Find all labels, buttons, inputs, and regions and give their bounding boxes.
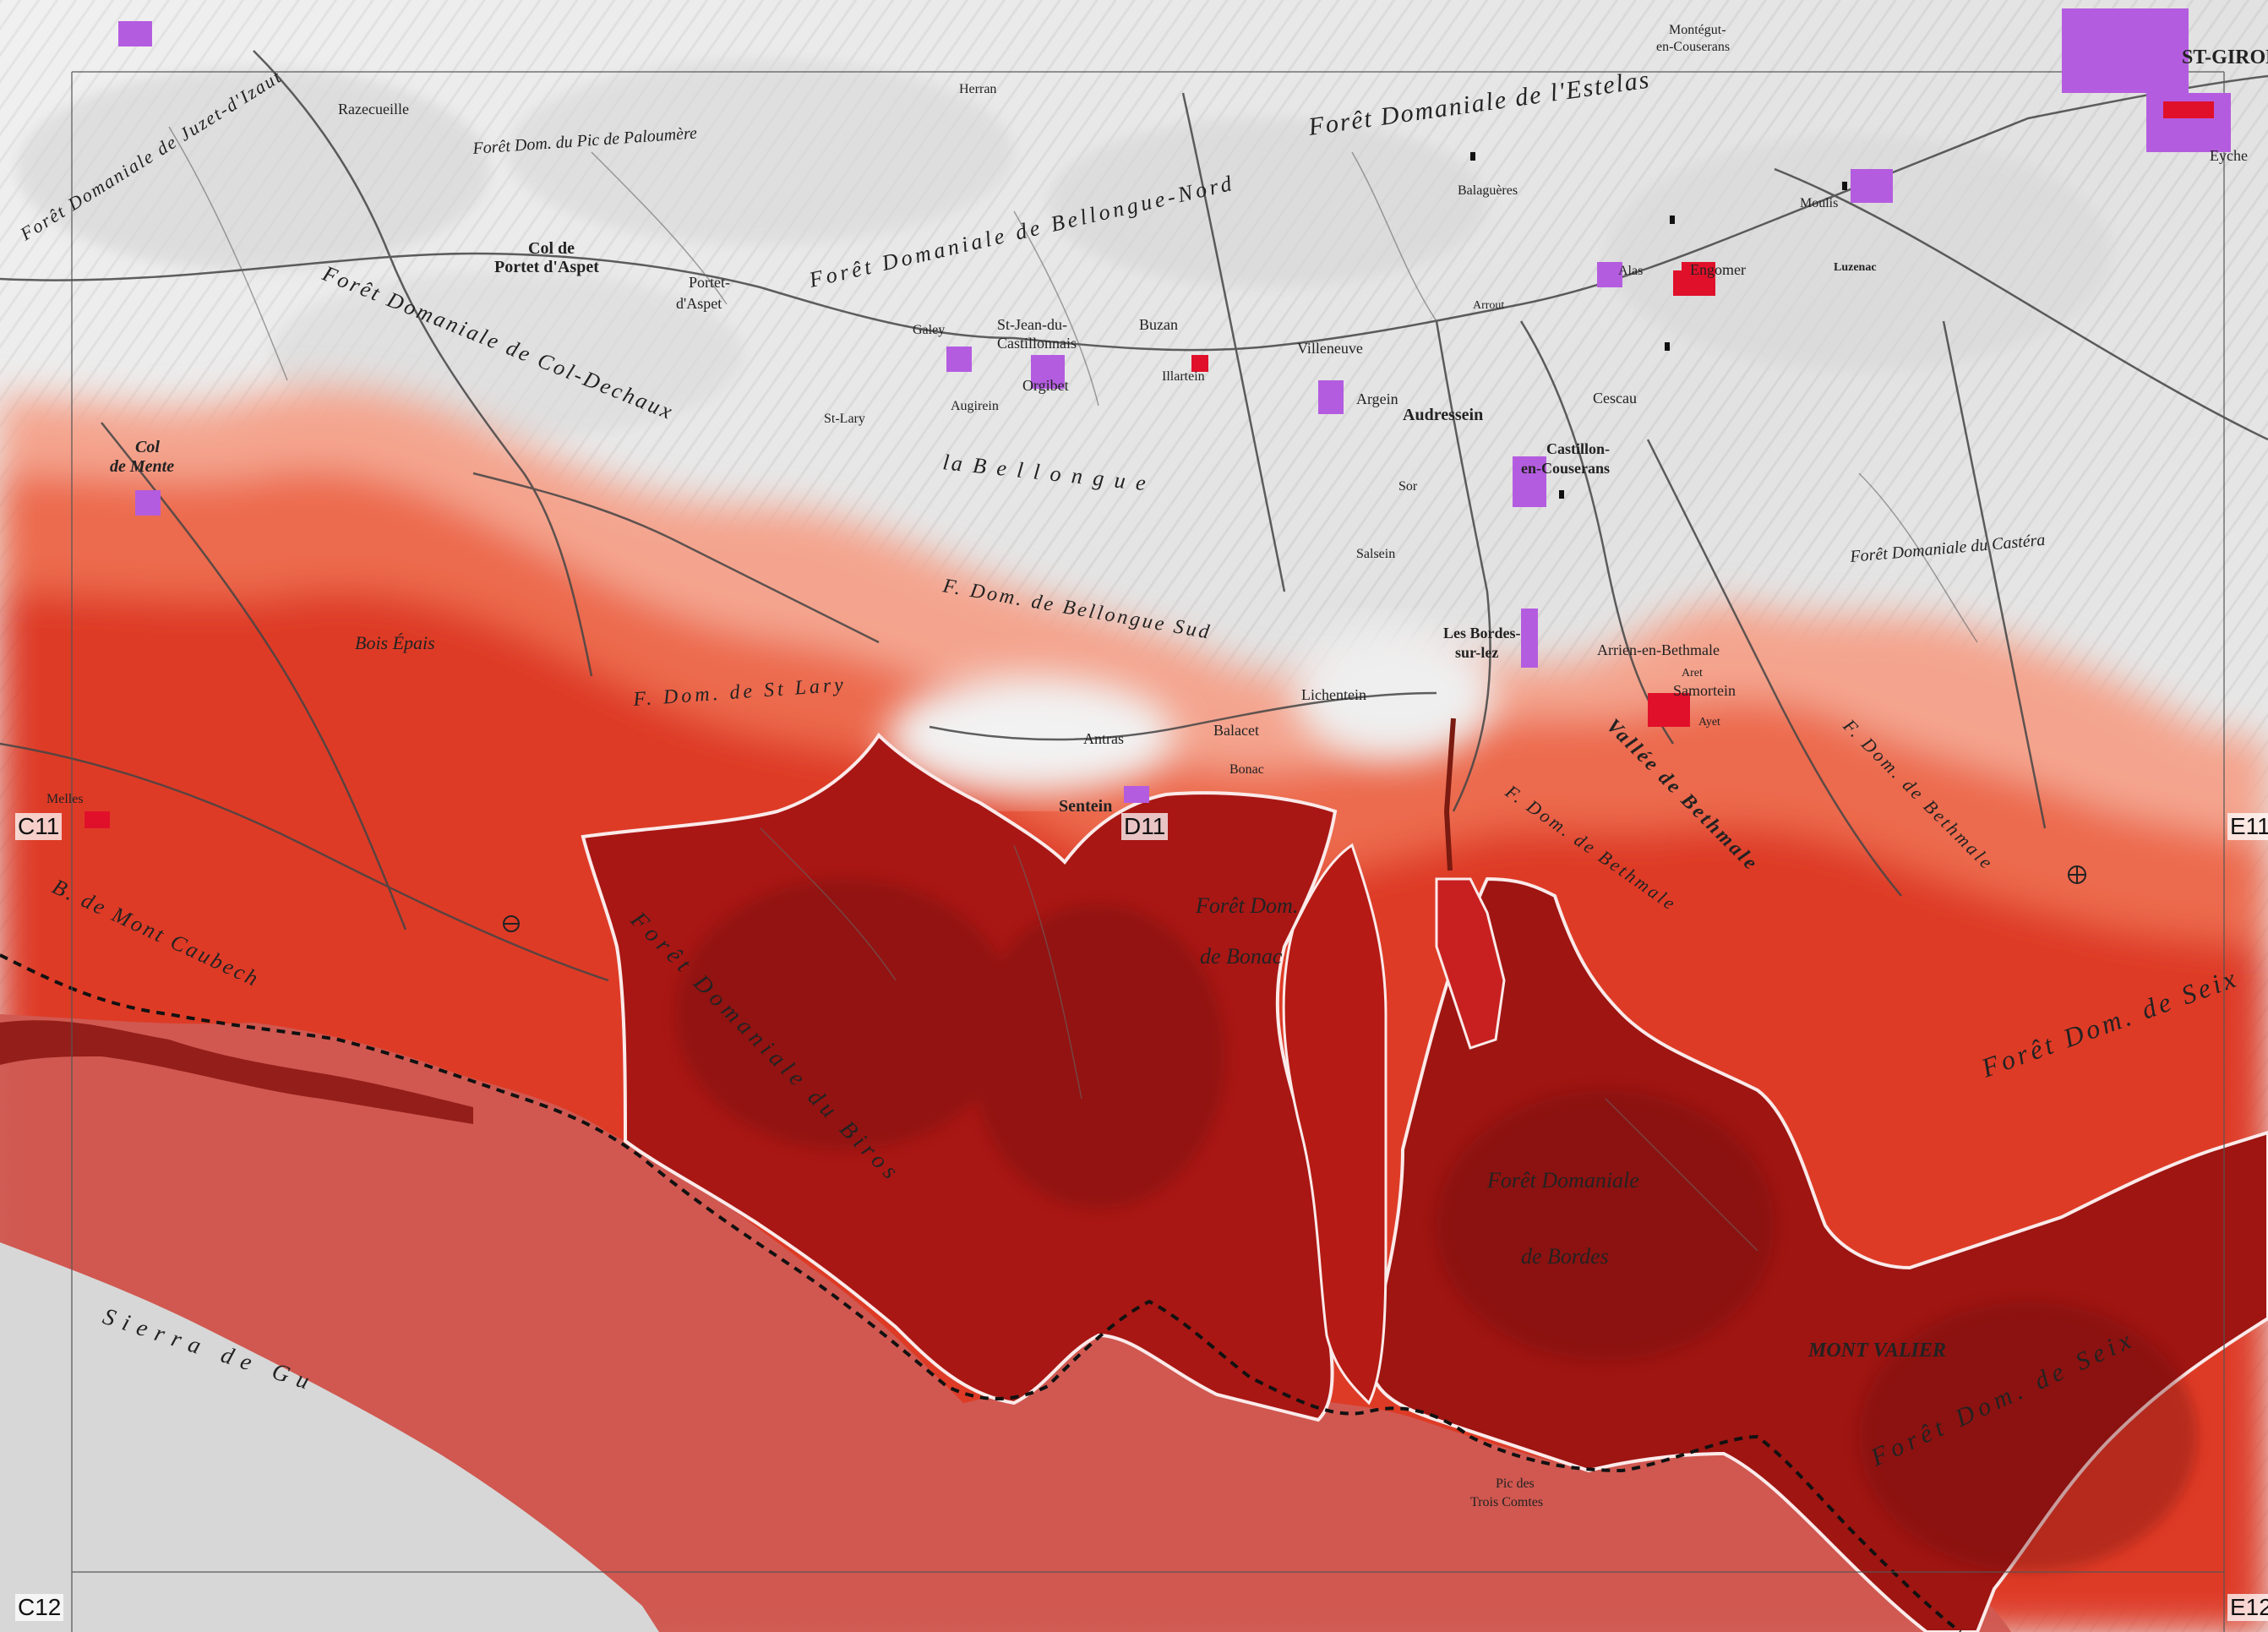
place-mont-valier: MONT VALIER: [1807, 1340, 1946, 1362]
spain-zone: [0, 1014, 2011, 1632]
place-balacet: Balacet: [1213, 722, 1259, 739]
region-bordes-2: de Bordes: [1521, 1244, 1609, 1269]
grid-line: [71, 71, 2225, 1632]
place-st-lary: St-Lary: [824, 412, 865, 426]
region-bois-epais: Bois Épais: [355, 632, 435, 653]
place-col-portet: Col de: [528, 239, 575, 258]
place-st-jean: St-Jean-du-: [997, 316, 1067, 333]
place-herran: Herran: [959, 82, 996, 96]
western-band: [0, 1020, 473, 1124]
place-engomer: Engomer: [1690, 261, 1746, 278]
place-ayet: Ayet: [1698, 716, 1720, 729]
place-audressein: Audressein: [1403, 406, 1483, 424]
place-sor: Sor: [1398, 479, 1418, 494]
place-st-jean-2: Castillonnais: [997, 335, 1077, 352]
place-lichentein: Lichentein: [1301, 686, 1366, 703]
place-buzan: Buzan: [1139, 316, 1178, 333]
place-montegut-2: en-Couserans: [1656, 40, 1730, 54]
grid-label-d11: D11: [1121, 813, 1169, 840]
place-portet: Portet-: [689, 274, 730, 291]
region-bonac-2: de Bonac: [1200, 944, 1283, 969]
place-portet-2: d'Aspet: [676, 295, 722, 312]
place-les-bordes-2: sur-lez: [1455, 644, 1498, 661]
place-illartein: Illartein: [1162, 369, 1205, 384]
place-melles: Melles: [46, 792, 84, 806]
forest-shade: [676, 879, 2197, 1572]
place-st-girons: ST-GIRON: [2182, 46, 2268, 68]
roads: [0, 50, 2268, 982]
valley-light: [887, 625, 1496, 794]
place-orgibet: Orgibet: [1022, 377, 1069, 394]
place-col-portet-2: Portet d'Aspet: [494, 258, 599, 276]
place-balaguere: Balaguères: [1458, 183, 1518, 198]
place-les-bordes: Les Bordes-: [1443, 625, 1521, 641]
grid-label-e12: E12: [2227, 1594, 2268, 1621]
urban-areas: [85, 8, 2231, 828]
place-salsein: Salsein: [1356, 547, 1395, 561]
place-montegut: Montégut-: [1669, 23, 1726, 37]
place-labels: ST-GIRON Audressein Castillon- en-Couser…: [46, 23, 2268, 1509]
place-bonac: Bonac: [1229, 762, 1264, 777]
place-sentein: Sentein: [1059, 797, 1112, 816]
place-villeneuve: Villeneuve: [1297, 340, 1363, 357]
grid-label-c11: C11: [15, 813, 63, 840]
place-antras: Antras: [1083, 730, 1124, 747]
place-galey: Galey: [913, 323, 945, 337]
grid-label-c12: C12: [15, 1594, 64, 1621]
airfield-icon: [2068, 865, 2086, 884]
grid-label-e11: E11: [2227, 813, 2268, 840]
place-tres-comtes-2: Trois Comtes: [1470, 1495, 1543, 1509]
place-castillon-2: en-Couserans: [1521, 460, 1610, 477]
region-bordes: Forêt Domaniale: [1486, 1168, 1639, 1193]
place-luzenac: Luzenac: [1834, 261, 1877, 274]
place-arrout: Arrout: [1473, 299, 1504, 312]
place-eycheil: Eyche: [2210, 147, 2248, 164]
place-samortein: Samortein: [1673, 682, 1736, 699]
spain-grey: [0, 1242, 659, 1632]
place-augirein: Augirein: [951, 399, 999, 413]
place-col-mente-2: de Mente: [110, 457, 174, 476]
place-razecueille: Razecueille: [338, 101, 409, 117]
place-moulis: Moulis: [1800, 196, 1838, 210]
place-arrien: Arrien-en-Bethmale: [1597, 641, 1720, 658]
river: [1443, 718, 1456, 871]
place-cescau: Cescau: [1593, 390, 1637, 407]
church-icon: [1470, 152, 1847, 499]
place-argein: Argein: [1356, 390, 1398, 407]
place-aret: Aret: [1682, 667, 1703, 680]
tracks: [168, 126, 1978, 1252]
region-bonac: Forêt Dom.: [1195, 893, 1298, 918]
place-alas: Alas: [1618, 264, 1643, 278]
airfield-icon: [503, 915, 520, 932]
place-castillon: Castillon-: [1546, 440, 1610, 457]
place-tres-comtes: Pic des: [1496, 1476, 1535, 1491]
place-col-mente: Col: [135, 438, 160, 456]
